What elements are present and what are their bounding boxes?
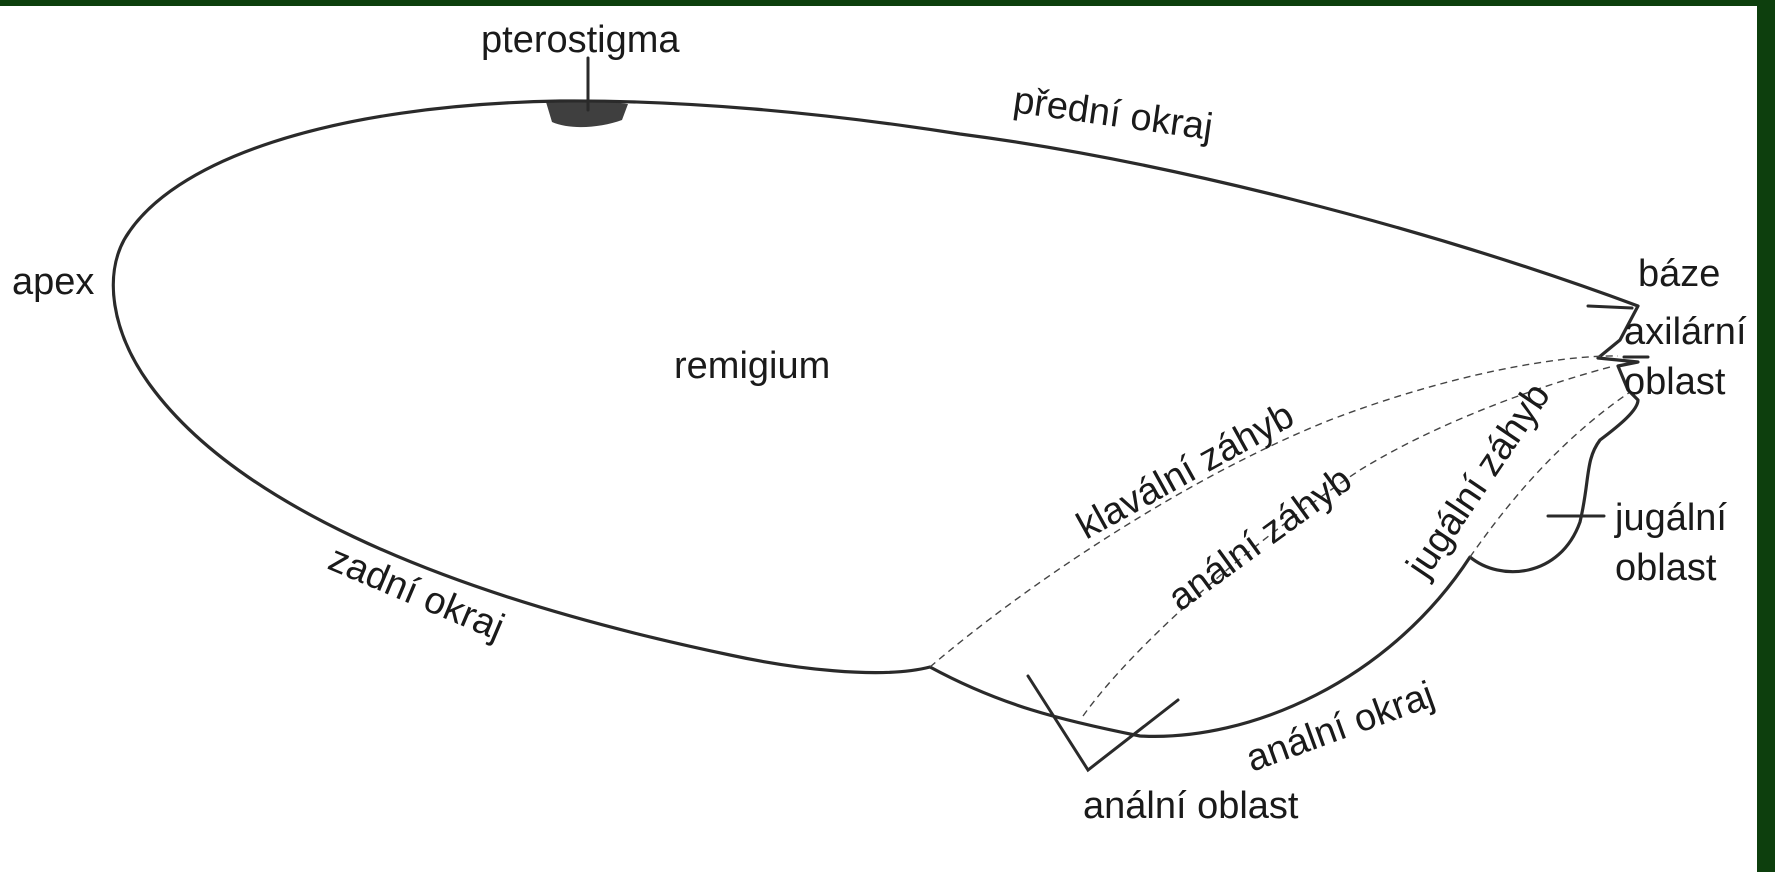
pterostigma-label: pterostigma bbox=[481, 19, 680, 61]
wing-outline bbox=[111, 99, 1640, 738]
axilarni-label-line1: axilární bbox=[1624, 311, 1747, 353]
jugalni-zahyb-label: jugální záhyb bbox=[1398, 376, 1559, 586]
jugalni-label-line2: oblast bbox=[1615, 547, 1717, 589]
frame-border bbox=[1757, 0, 1775, 872]
predni-okraj-label: přední okraj bbox=[1011, 79, 1216, 149]
axilarni-label-line2: oblast bbox=[1624, 361, 1726, 403]
baze-pointer bbox=[1586, 304, 1634, 310]
apex-label: apex bbox=[12, 261, 94, 303]
pterostigma-mark bbox=[546, 100, 628, 128]
klavalni-fold-line bbox=[929, 355, 1619, 668]
analni-oblast-label: anální oblast bbox=[1083, 785, 1299, 827]
remigium-label: remigium bbox=[674, 345, 830, 387]
zadni-okraj-label: zadní okraj bbox=[322, 538, 510, 649]
jugalni-label-line1: jugální bbox=[1614, 497, 1727, 539]
jugalni-fold-line bbox=[1469, 391, 1631, 558]
baze-label: báze bbox=[1638, 253, 1720, 295]
analni-fold-line bbox=[1082, 365, 1615, 717]
analni-oblast-pointer bbox=[1026, 674, 1180, 773]
analni-okraj-label: anální okraj bbox=[1241, 674, 1440, 781]
diagram-canvas bbox=[0, 6, 1757, 872]
